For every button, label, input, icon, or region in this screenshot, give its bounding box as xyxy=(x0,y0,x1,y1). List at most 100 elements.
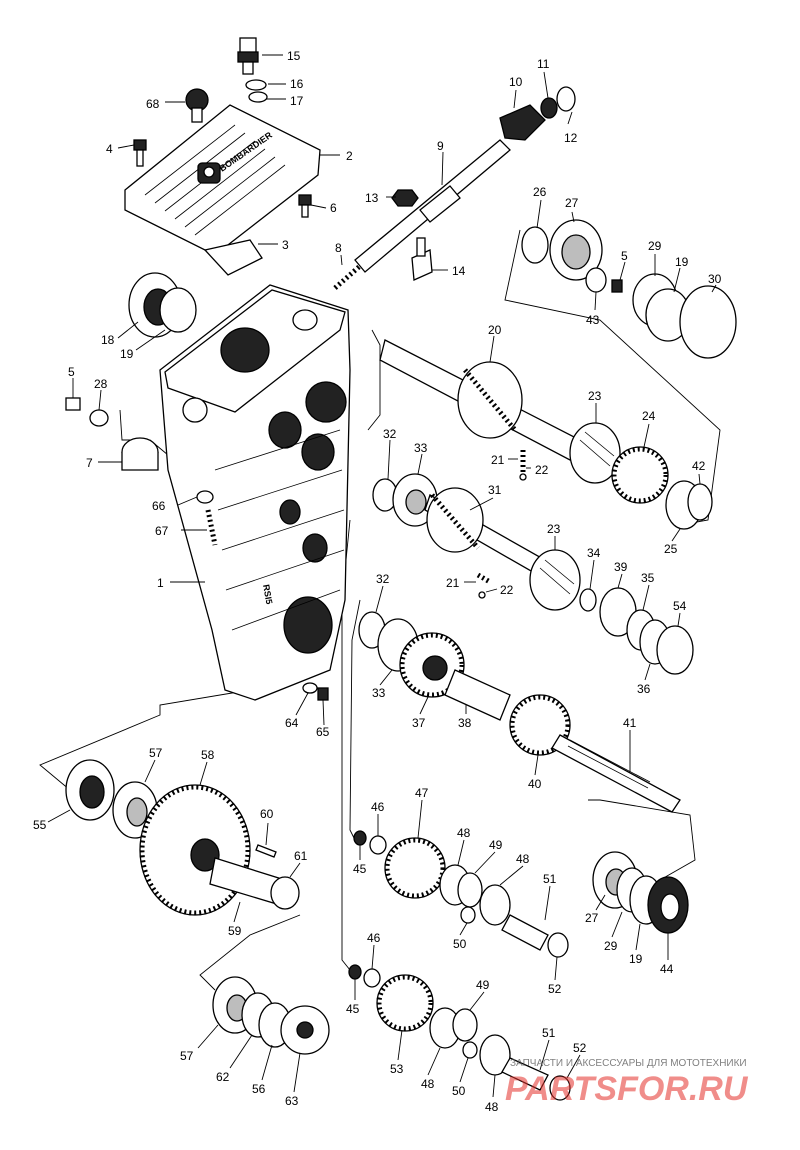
callout-4: 4 xyxy=(106,142,113,156)
callout-23-upper: 23 xyxy=(588,389,602,403)
pin-14-stem xyxy=(416,237,426,257)
upper-right-bearing-group xyxy=(521,219,737,359)
callout-34: 34 xyxy=(587,546,601,560)
housing-bore-6 xyxy=(279,499,301,525)
gear-58-hub xyxy=(190,838,220,872)
cap-30 xyxy=(679,285,737,359)
circlip-61 xyxy=(270,876,300,910)
gear-31-teeth xyxy=(430,493,480,550)
sleeve-23b xyxy=(529,549,581,611)
callout-27-upper: 27 xyxy=(565,196,579,210)
callout-50-lower: 50 xyxy=(452,1084,466,1098)
sensor-oring-17 xyxy=(248,91,268,103)
gear-53-teeth xyxy=(376,974,434,1032)
housing-bore-3 xyxy=(305,381,347,423)
callout-59: 59 xyxy=(228,924,242,938)
housing-bore-1 xyxy=(220,327,270,373)
housing-ribs xyxy=(214,429,345,631)
cover-plate-outline xyxy=(124,104,321,256)
gear-58-teeth xyxy=(139,784,251,916)
callout-68: 68 xyxy=(146,97,160,111)
washer-28 xyxy=(89,409,109,427)
nut-10 xyxy=(499,104,546,141)
callout-64: 64 xyxy=(285,716,299,730)
callout-36: 36 xyxy=(637,682,651,696)
bracket-lower-left xyxy=(39,689,251,791)
watermark-logo: PARTSFOR.RU xyxy=(505,1070,749,1108)
callout-49-upper: 49 xyxy=(489,838,503,852)
sleeve-23b-slots xyxy=(539,559,575,595)
callout-16: 16 xyxy=(290,77,304,91)
housing-bore-8 xyxy=(283,596,333,654)
callout-51-lower: 51 xyxy=(542,1026,556,1040)
spring-21b xyxy=(476,572,492,585)
callout-29-upper: 29 xyxy=(648,239,662,253)
callout-11: 11 xyxy=(537,57,550,71)
ball-22a xyxy=(519,473,527,481)
callout-22-lower: 22 xyxy=(500,583,514,597)
callout-29-lower: 29 xyxy=(604,939,618,953)
callout-13: 13 xyxy=(365,191,379,205)
callout-2: 2 xyxy=(346,149,353,163)
callout-46-upper: 46 xyxy=(371,800,385,814)
housing-bore-4 xyxy=(268,411,302,449)
callout-21-lower: 21 xyxy=(446,576,460,590)
callout-44: 44 xyxy=(660,962,674,976)
callout-63: 63 xyxy=(285,1094,299,1108)
circlip-34 xyxy=(579,588,597,612)
gear-20-cluster xyxy=(457,361,523,439)
callout-65: 65 xyxy=(316,725,330,739)
housing-bore-5 xyxy=(301,433,335,471)
callout-61: 61 xyxy=(294,849,308,863)
callout-52-upper: 52 xyxy=(548,982,562,996)
sensor-washer-16 xyxy=(245,79,267,91)
callout-55: 55 xyxy=(33,818,47,832)
gear-31 xyxy=(426,487,484,553)
bottom-left-bearing-group xyxy=(212,976,330,1055)
ball-22b xyxy=(478,591,486,599)
ring-52a xyxy=(547,932,569,958)
callout-30: 30 xyxy=(708,272,722,286)
callout-43: 43 xyxy=(586,313,600,327)
callout-41: 41 xyxy=(623,716,637,730)
cover-plate: BOMBARDIER xyxy=(124,88,321,276)
callout-58: 58 xyxy=(201,748,215,762)
input-shaft-group xyxy=(379,339,713,530)
callout-23-lower: 23 xyxy=(547,522,561,536)
callout-27-lower: 27 xyxy=(585,911,599,925)
bottom-gear-group xyxy=(348,964,571,1101)
gasket-3 xyxy=(203,239,263,276)
gearbox-housing: RSI5 xyxy=(65,284,351,701)
callout-18: 18 xyxy=(101,333,115,347)
callout-48-upper-b: 48 xyxy=(516,852,530,866)
sensor-hex xyxy=(237,51,259,63)
bolt-6-shank xyxy=(301,204,309,218)
callout-22-upper: 22 xyxy=(535,463,549,477)
gear-37-hub xyxy=(422,655,448,681)
callout-25: 25 xyxy=(664,542,678,556)
bolt-5-upper xyxy=(611,279,623,293)
callout-31: 31 xyxy=(488,483,502,497)
callout-48-lower-b: 48 xyxy=(485,1100,499,1114)
coupling-63-hub xyxy=(296,1021,314,1039)
vent-66 xyxy=(196,490,214,504)
callout-26: 26 xyxy=(533,185,547,199)
gear-40-teeth xyxy=(509,694,571,756)
callout-37: 37 xyxy=(412,716,426,730)
callout-52-lower: 52 xyxy=(573,1041,587,1055)
washer-43 xyxy=(585,267,607,293)
callout-3: 3 xyxy=(282,238,289,252)
bracket-right-shaft xyxy=(588,799,696,881)
callout-labels: 15 16 17 68 4 2 6 3 10 11 12 9 13 8 14 2… xyxy=(33,49,722,1114)
callout-21-upper: 21 xyxy=(491,453,505,467)
washer-46b xyxy=(363,968,381,988)
bracket-vertical-1 xyxy=(349,599,361,841)
cap-54 xyxy=(656,625,694,675)
case-marking-text: RSI5 xyxy=(261,584,274,605)
output-shaft-group xyxy=(358,611,681,813)
housing-bore-7 xyxy=(302,533,328,563)
mid-lower-gear-group xyxy=(353,830,569,958)
callout-8: 8 xyxy=(335,241,342,255)
shift-shaft-collar xyxy=(419,185,461,223)
circlip-12 xyxy=(556,86,576,112)
